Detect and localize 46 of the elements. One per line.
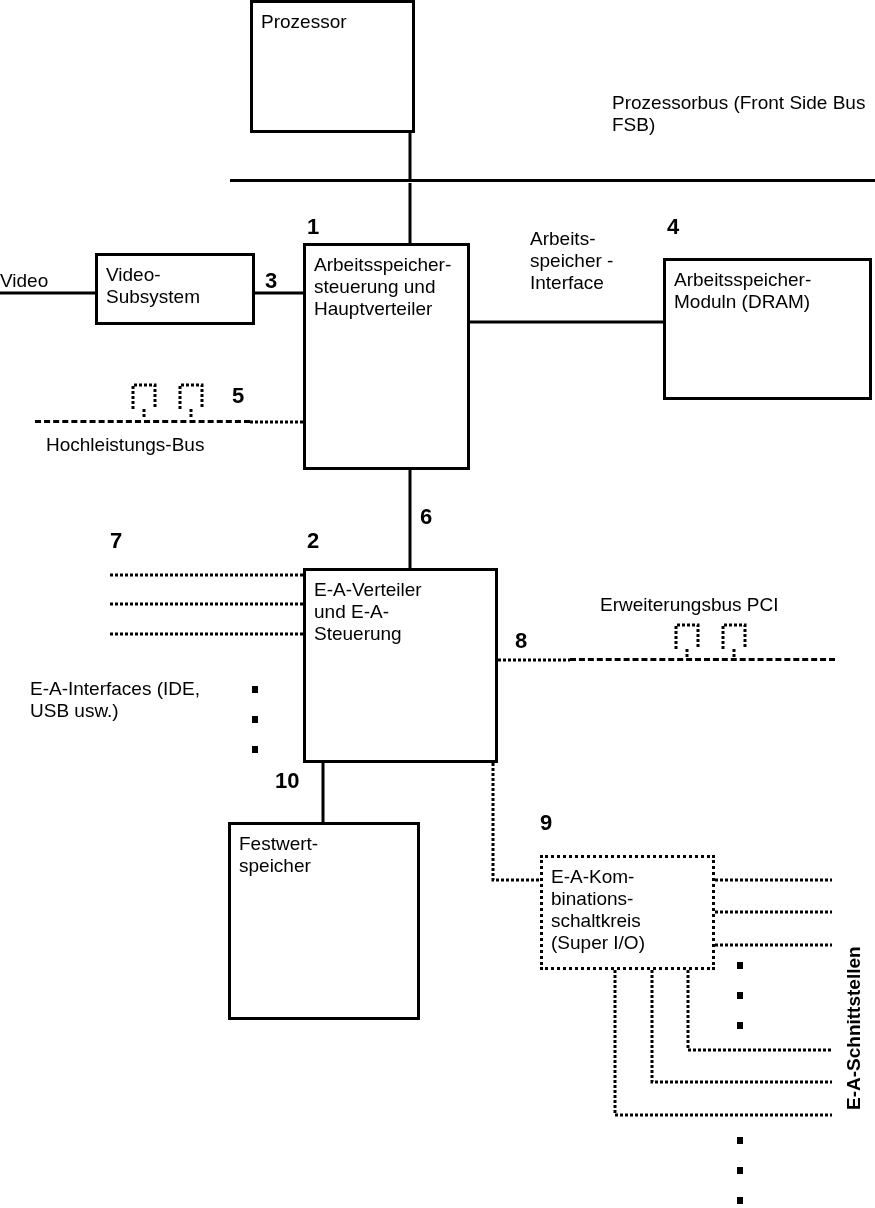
bus-label: Prozessorbus (Front Side Bus FSB) — [612, 92, 867, 136]
connector-line — [498, 658, 570, 662]
bus-label: Hochleistungs-Bus — [46, 434, 206, 456]
callout-number: 5 — [232, 385, 246, 407]
connector-line — [408, 183, 412, 243]
bus-line — [108, 632, 303, 636]
bus-line — [613, 970, 832, 1117]
connector-line — [255, 291, 303, 295]
bus-line — [230, 179, 875, 183]
callout-number: 10 — [275, 770, 301, 792]
callout-number: 8 — [515, 630, 529, 652]
interface-label: E-A-Schnittstellen — [843, 945, 865, 1110]
connector-line — [321, 763, 325, 822]
bus-line — [108, 573, 303, 577]
bus-label: Erweiterungsbus PCI — [600, 594, 780, 616]
component-box: Arbeitsspeicher-Moduln (DRAM) — [663, 258, 872, 400]
bus-line — [686, 970, 832, 1052]
connector-line — [470, 320, 663, 324]
bus-line — [108, 602, 303, 606]
bus-line — [715, 878, 832, 882]
connector-line — [250, 420, 303, 424]
component-box: Festwert-speicher — [228, 822, 420, 1020]
bus-line — [570, 658, 835, 662]
bus-line — [715, 910, 832, 914]
connector-line — [408, 470, 412, 568]
callout-number: 6 — [420, 506, 434, 528]
component-box: E-A-Kom-binations-schaltkreis (Super I/O) — [540, 855, 715, 970]
bus-line — [715, 943, 832, 947]
component-box: E-A-Verteiler und E-A-Steuerung — [303, 568, 498, 763]
callout-number: 2 — [307, 530, 321, 552]
edge-label: Arbeits-speicher - Interface — [530, 228, 615, 294]
bus-line — [650, 970, 832, 1084]
callout-number: 3 — [265, 270, 279, 292]
callout-number: 1 — [307, 216, 321, 238]
signal-label: Video — [0, 270, 93, 292]
connector-line — [408, 133, 412, 179]
component-box: Prozessor — [250, 0, 415, 133]
connector-line — [491, 763, 540, 882]
callout-number: 9 — [540, 812, 554, 834]
component-box: Video-Subsystem — [95, 253, 255, 325]
interface-label: E-A-Interfaces (IDE, USB usw.) — [30, 678, 201, 722]
callout-number: 4 — [667, 216, 681, 238]
bus-line — [35, 420, 250, 424]
component-box: Arbeitsspeicher-steuerung und Hauptverteiler — [303, 243, 470, 470]
connector-line — [0, 291, 95, 295]
callout-number: 7 — [110, 530, 124, 552]
